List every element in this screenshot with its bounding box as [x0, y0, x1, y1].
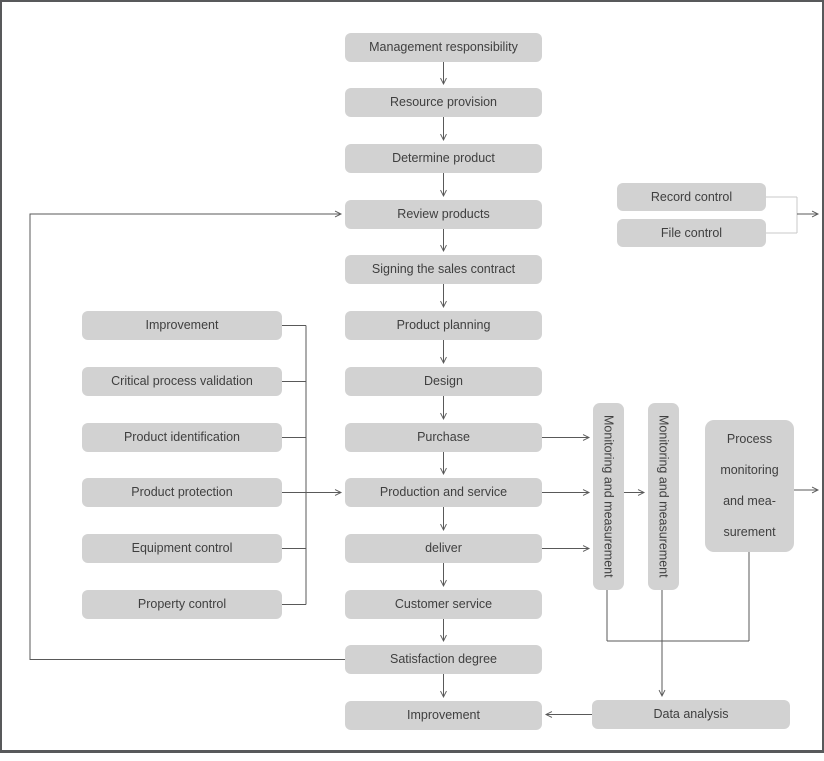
node-signing-sales-contract: Signing the sales contract — [345, 255, 542, 284]
node-equipment-control: Equipment control — [82, 534, 282, 563]
node-purchase: Purchase — [345, 423, 542, 452]
node-monitoring-and-measurement-2: Monitoring and measurement — [648, 403, 679, 590]
process-monitoring-line: monitoring — [720, 463, 779, 477]
node-production-and-service: Production and service — [345, 478, 542, 507]
node-product-identification: Product identification — [82, 423, 282, 452]
node-review-products: Review products — [345, 200, 542, 229]
node-deliver: deliver — [345, 534, 542, 563]
node-product-protection: Product protection — [82, 478, 282, 507]
process-monitoring-line: surement — [723, 525, 776, 539]
document-control-bracket — [766, 196, 820, 234]
process-monitoring-line: and mea- — [723, 494, 776, 508]
node-critical-process-validation: Critical process validation — [82, 367, 282, 396]
node-resource-provision: Resource provision — [345, 88, 542, 117]
node-satisfaction-degree: Satisfaction degree — [345, 645, 542, 674]
node-process-monitoring-and-measurement: Process monitoring and mea- surement — [705, 420, 794, 552]
node-management-responsibility: Management responsibility — [345, 33, 542, 62]
node-product-planning: Product planning — [345, 311, 542, 340]
node-determine-product: Determine product — [345, 144, 542, 173]
node-data-analysis: Data analysis — [592, 700, 790, 729]
node-improvement-support: Improvement — [82, 311, 282, 340]
node-customer-service: Customer service — [345, 590, 542, 619]
support-bracket — [282, 325, 343, 605]
node-improvement-main: Improvement — [345, 701, 542, 730]
node-file-control: File control — [617, 219, 766, 247]
monitoring-arrows — [542, 434, 820, 552]
feedback-loop — [29, 210, 345, 660]
process-monitoring-line: Process — [726, 432, 773, 446]
node-monitoring-and-measurement-1: Monitoring and measurement — [593, 403, 624, 590]
analysis-collector — [544, 552, 750, 718]
node-design: Design — [345, 367, 542, 396]
node-property-control: Property control — [82, 590, 282, 619]
node-record-control: Record control — [617, 183, 766, 211]
